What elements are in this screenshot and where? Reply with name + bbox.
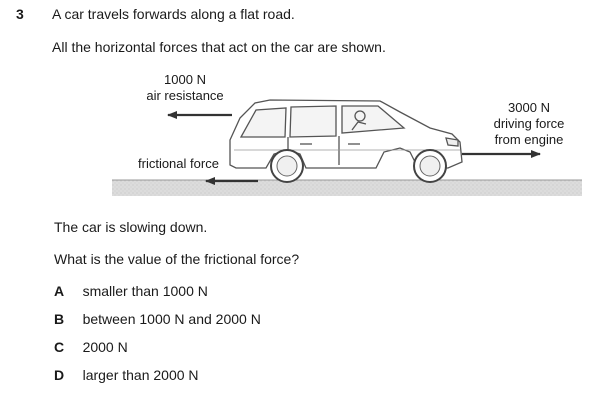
question-number: 3	[16, 6, 24, 22]
frictional-force-label: frictional force	[138, 156, 219, 171]
option-letter: D	[54, 367, 65, 383]
driving-force-value: 3000 N	[508, 100, 550, 115]
option-a[interactable]: A smaller than 1000 N	[54, 283, 208, 301]
option-text: smaller than 1000 N	[82, 283, 208, 299]
option-letter: A	[54, 283, 65, 299]
air-resistance-value: 1000 N	[164, 72, 206, 87]
question-text: What is the value of the frictional forc…	[54, 251, 300, 267]
option-d[interactable]: D larger than 2000 N	[54, 367, 199, 385]
driving-force-label-line-1: driving force	[493, 116, 565, 131]
driving-force-label-line-2: from engine	[494, 132, 564, 147]
option-b[interactable]: B between 1000 N and 2000 N	[54, 311, 261, 329]
option-text: between 1000 N and 2000 N	[82, 311, 261, 327]
option-c[interactable]: C 2000 N	[54, 339, 128, 357]
option-text: 2000 N	[82, 339, 128, 355]
front-wheel	[413, 149, 447, 183]
question-line-1: A car travels forwards along a flat road…	[52, 6, 295, 22]
option-letter: C	[54, 339, 65, 355]
option-text: larger than 2000 N	[82, 367, 199, 383]
air-resistance-label: air resistance	[146, 88, 224, 103]
rear-wheel	[270, 149, 304, 183]
car-illustration	[229, 99, 463, 183]
road	[112, 179, 582, 196]
statement-text: The car is slowing down.	[54, 219, 208, 235]
question-line-2: All the horizontal forces that act on th…	[52, 39, 386, 55]
option-letter: B	[54, 311, 65, 327]
